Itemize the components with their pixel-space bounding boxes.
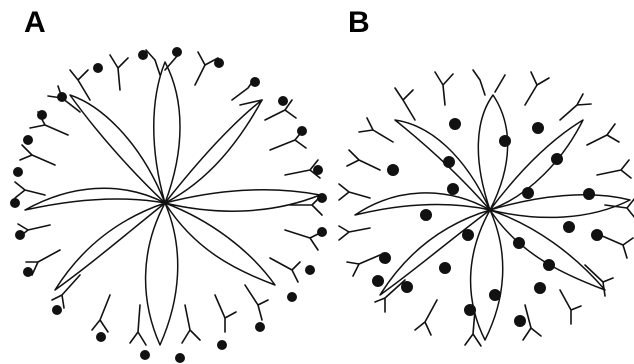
branch <box>110 55 128 90</box>
lobe-left <box>25 188 165 210</box>
diagram-panel-a <box>10 47 327 363</box>
branch <box>587 124 619 145</box>
branch <box>270 258 300 282</box>
dot <box>514 315 526 327</box>
dot <box>313 165 323 175</box>
branch <box>182 305 200 343</box>
diagram-panel-b <box>339 70 634 346</box>
branch <box>435 72 453 105</box>
dot <box>543 259 555 271</box>
branch <box>285 230 322 250</box>
dot <box>499 135 511 147</box>
dot <box>317 193 327 203</box>
dot <box>305 265 315 275</box>
branch <box>600 235 633 258</box>
dot <box>443 156 455 168</box>
dot <box>583 188 595 200</box>
dot <box>489 289 501 301</box>
branch <box>415 300 437 335</box>
dot <box>278 96 288 106</box>
lobe-lower-right <box>165 203 275 285</box>
dot <box>172 47 182 57</box>
dot <box>15 230 25 240</box>
dot <box>513 237 525 249</box>
branch <box>347 150 380 170</box>
lobe-upper-left <box>70 95 165 203</box>
dot <box>591 229 603 241</box>
dot <box>250 77 260 87</box>
dot <box>464 304 476 316</box>
dot <box>449 118 461 130</box>
dot <box>447 183 459 195</box>
dot <box>563 221 575 233</box>
branch <box>130 305 146 345</box>
branch <box>215 295 236 332</box>
branch <box>20 145 55 165</box>
lobe-lower <box>471 210 503 340</box>
dot <box>532 122 544 134</box>
branch <box>597 160 631 178</box>
dot <box>10 198 20 208</box>
branch <box>560 290 581 324</box>
dot <box>462 229 474 241</box>
lobe-lower-right <box>490 210 605 290</box>
dot <box>534 282 546 294</box>
lobe-lower <box>146 203 178 345</box>
dot <box>175 353 185 363</box>
dot <box>439 262 451 274</box>
dot <box>287 292 297 302</box>
dot <box>138 50 148 60</box>
dot <box>372 275 384 287</box>
branch <box>347 255 380 276</box>
dot <box>140 350 150 360</box>
lobe-right <box>165 190 320 211</box>
dot <box>420 209 432 221</box>
branch <box>359 118 393 142</box>
branch <box>339 184 370 200</box>
dot <box>23 267 33 277</box>
branch <box>245 285 268 320</box>
lobe-upper <box>154 62 180 203</box>
dot <box>551 153 563 165</box>
branch <box>395 88 415 120</box>
dot <box>23 135 33 145</box>
branch <box>525 72 549 105</box>
branch <box>15 182 45 198</box>
dot <box>52 305 62 315</box>
branch <box>30 112 68 135</box>
dot <box>13 167 23 177</box>
dot <box>401 281 413 293</box>
dot <box>317 227 327 237</box>
branch <box>339 226 370 240</box>
dot <box>93 63 103 73</box>
branch <box>195 52 218 85</box>
dot <box>255 322 265 332</box>
dot <box>57 92 67 102</box>
dot <box>217 340 227 350</box>
branch <box>92 295 110 332</box>
dot <box>522 187 534 199</box>
dot <box>379 252 391 264</box>
branch <box>473 70 505 95</box>
branch <box>560 94 591 120</box>
dot <box>297 126 307 136</box>
dot <box>387 164 399 176</box>
dot <box>96 332 106 342</box>
dot <box>37 110 47 120</box>
dot <box>214 58 224 68</box>
